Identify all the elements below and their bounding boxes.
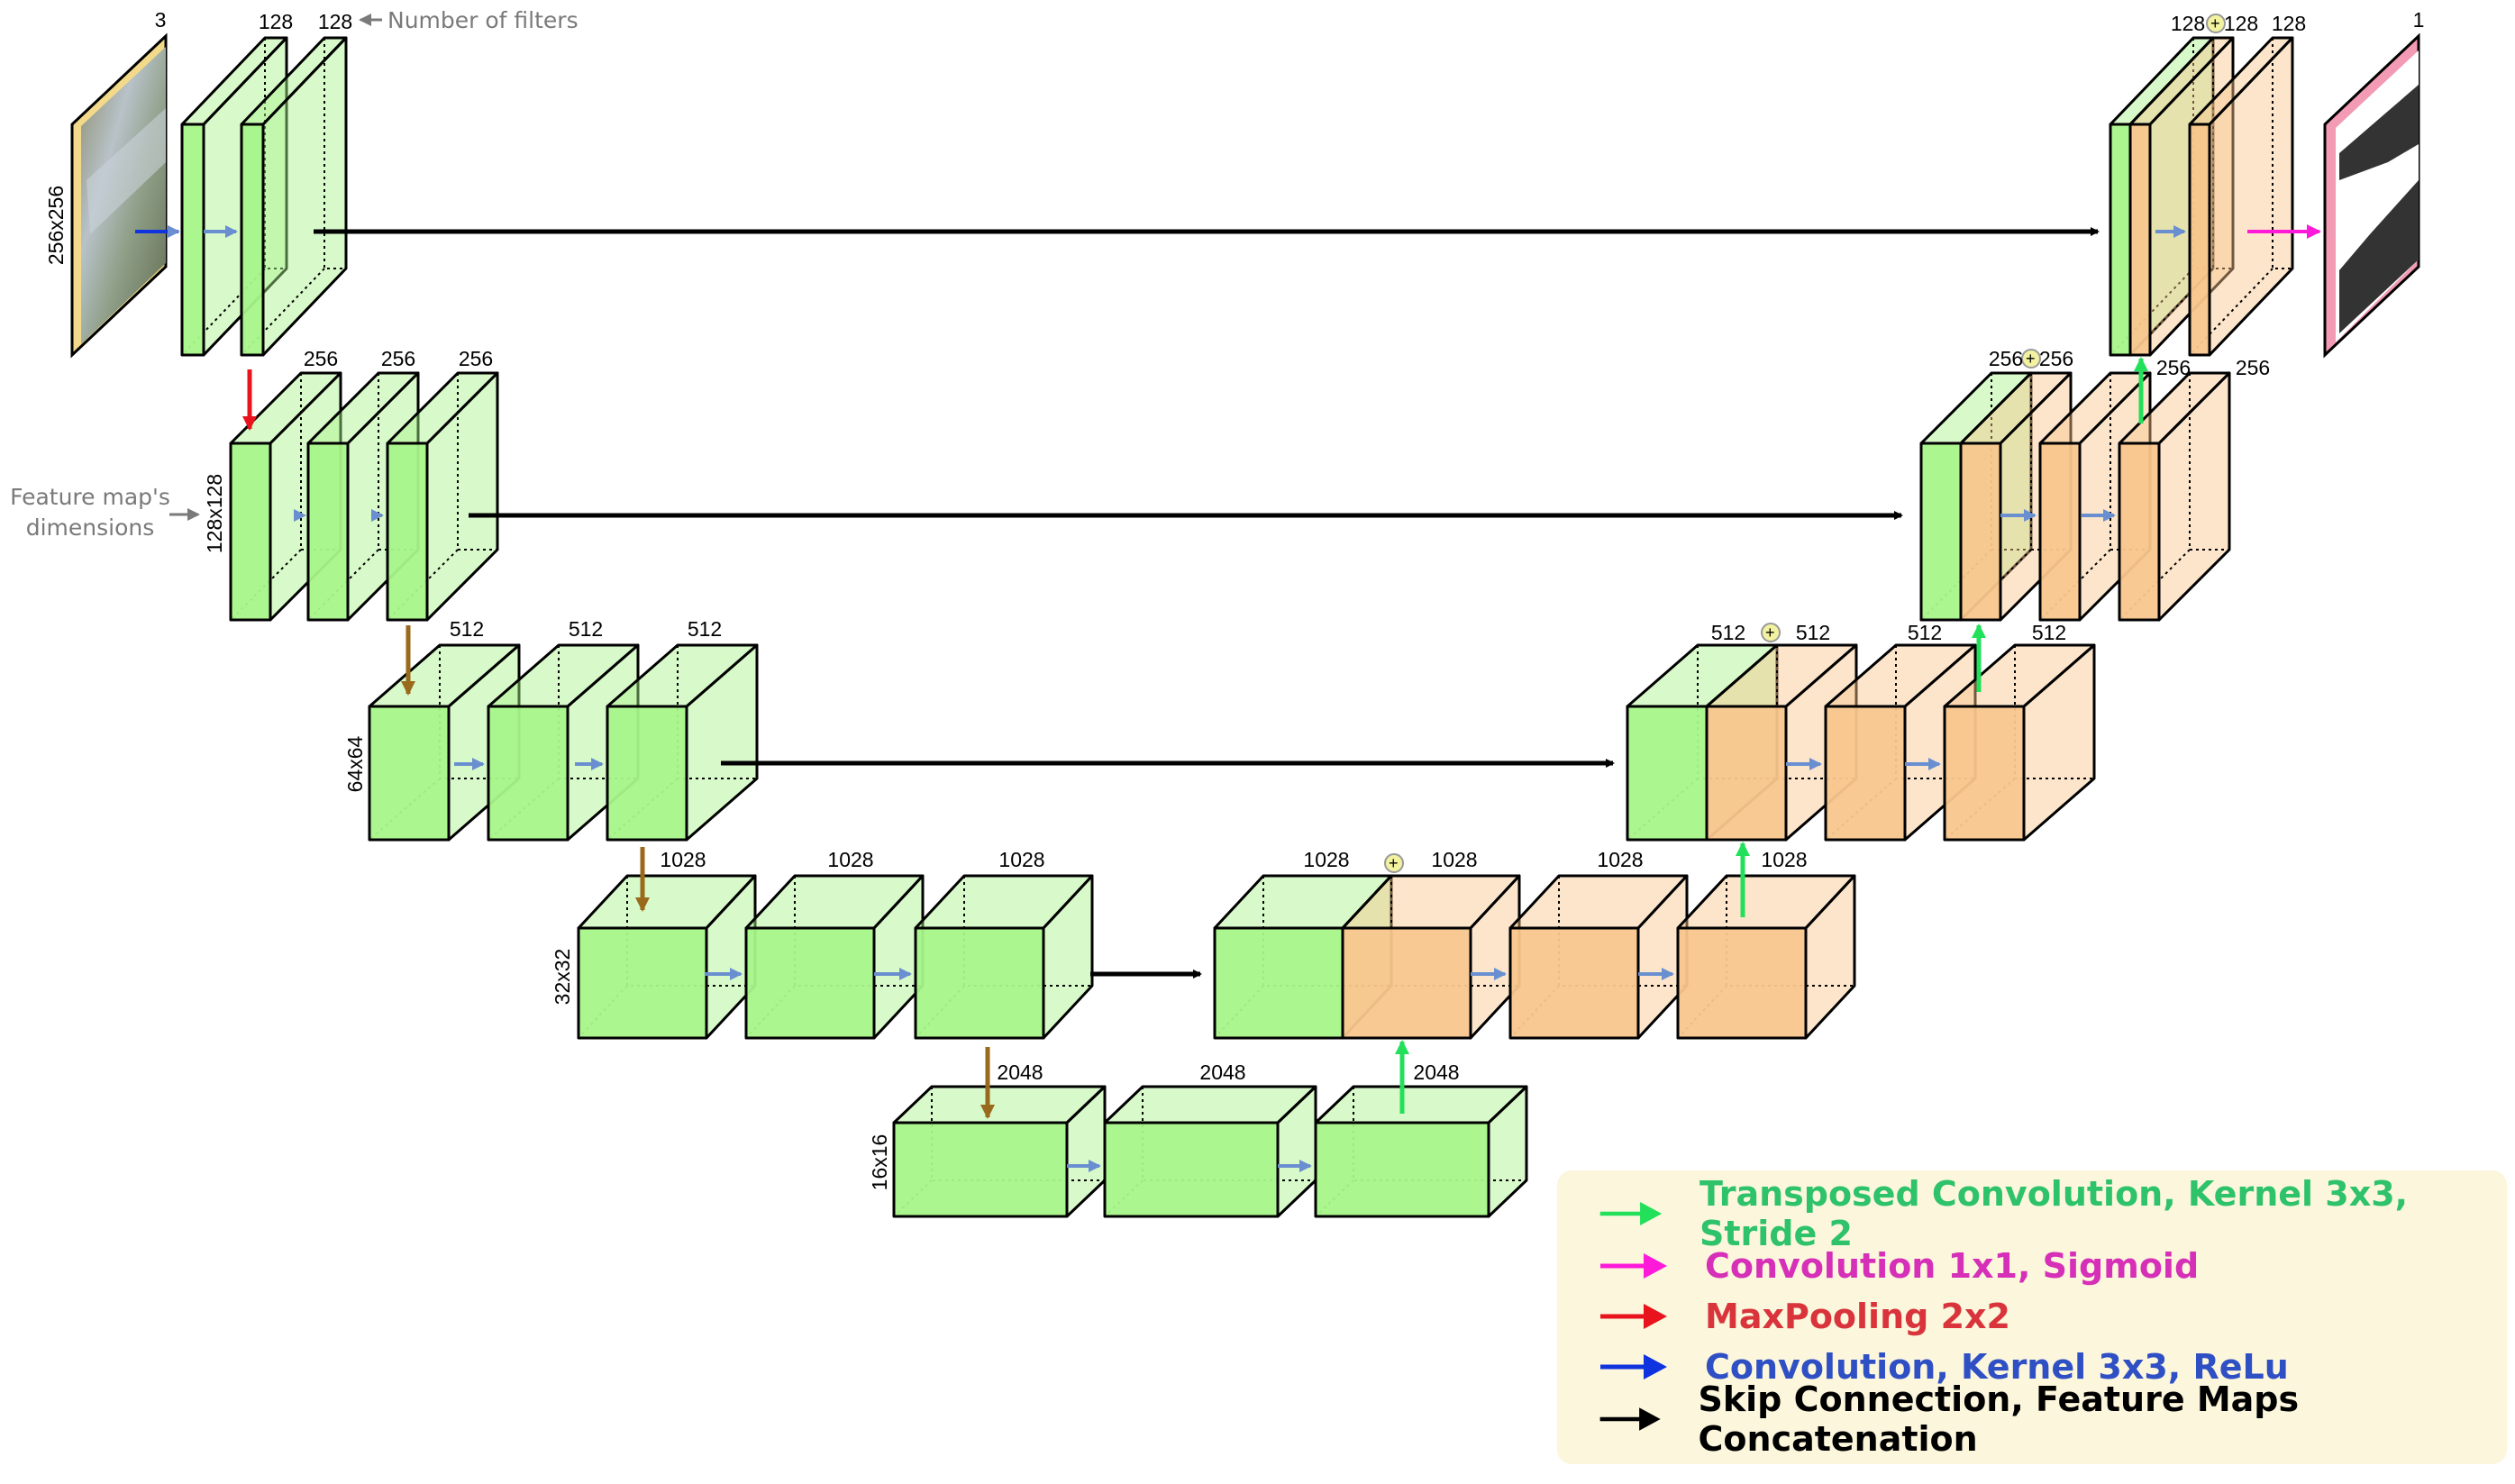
green-arrow-icon [1599, 1202, 1663, 1225]
feature-map-decoder [2188, 36, 2294, 357]
feature-map-decoder [1676, 874, 1856, 1040]
concat-markers [1384, 14, 2226, 873]
filters-note: Number of filters [387, 7, 579, 33]
blue-arrow-icon [1600, 1354, 1667, 1379]
filter-label: 2048 [1413, 1061, 1459, 1084]
filter-label: 128 [2224, 12, 2258, 35]
plus-icon: + [2026, 350, 2036, 368]
feature-map-bottleneck [892, 1085, 1107, 1218]
legend-label: Skip Connection, Feature Maps Concatenat… [1698, 1379, 2300, 1459]
filter-label: 2048 [1199, 1061, 1245, 1084]
filter-label: 1028 [1761, 848, 1807, 871]
legend-label: MaxPooling 2x2 [1705, 1297, 2010, 1336]
filter-label: 128 [259, 10, 293, 33]
filter-label: 256 [2039, 347, 2073, 370]
output-mask [2323, 32, 2420, 359]
feature-map-encoder [386, 371, 499, 622]
filter-label: 256 [2156, 356, 2191, 379]
dim-label-32: 32x32 [551, 949, 574, 1006]
maxpool-arrows [242, 369, 995, 1119]
feature-map-encoder [577, 874, 757, 1040]
filter-label: 128 [2171, 12, 2205, 35]
legend-item-skip: Skip Connection, Feature Maps Concatenat… [1597, 1379, 2507, 1459]
legend-item-maxpool: MaxPooling 2x2 [1597, 1291, 2010, 1342]
dims-note-line2: dimensions [26, 514, 155, 541]
dim-label-256: 256x256 [44, 186, 68, 265]
feature-map-decoder [1508, 874, 1689, 1040]
dims-note-line1: Feature map's [10, 484, 170, 510]
filter-label: 256 [1989, 347, 2023, 370]
legend-item-transposed-conv: Transposed Convolution, Kernel 3x3, Stri… [1597, 1174, 2507, 1253]
filter-label: 1028 [660, 848, 706, 871]
feature-map-skip [1919, 371, 2033, 622]
feature-map-bottleneck [1103, 1085, 1317, 1218]
filter-label: 1028 [998, 848, 1044, 871]
filter-label: 512 [1711, 621, 1745, 644]
feature-map-decoder [1341, 874, 1521, 1040]
black-arrow-icon [1599, 1407, 1661, 1431]
filter-label: 256 [304, 347, 338, 370]
legend-label: Convolution, Kernel 3x3, ReLu [1705, 1347, 2289, 1387]
plus-icon: + [2210, 14, 2220, 32]
filter-label: 1 [2413, 8, 2425, 32]
filter-label: 128 [2272, 12, 2306, 35]
feature-map-encoder [240, 36, 348, 357]
filter-label: 1028 [1597, 848, 1643, 871]
filter-label: 256 [459, 347, 493, 370]
feature-map-bottleneck [1314, 1085, 1528, 1218]
filter-label: 1028 [827, 848, 873, 871]
filter-label: 512 [1908, 621, 1942, 644]
filter-label: 512 [688, 617, 722, 641]
filter-label: 128 [318, 10, 352, 33]
dim-label-16: 16x16 [868, 1134, 891, 1191]
filter-label: 512 [2032, 621, 2066, 644]
filter-label: 512 [1796, 621, 1830, 644]
feature-map-decoder [2118, 371, 2231, 622]
filter-label: 1028 [1303, 848, 1349, 871]
red-arrow-icon [1600, 1304, 1667, 1329]
legend-item-conv: Convolution, Kernel 3x3, ReLu [1597, 1342, 2289, 1392]
plus-icon: + [1765, 624, 1775, 642]
filter-label: 512 [450, 617, 484, 641]
feature-map-decoder [2038, 371, 2152, 622]
dim-label-128: 128x128 [203, 474, 226, 553]
feature-map-decoder [1943, 643, 2096, 842]
transposed-conv-arrows [1395, 357, 2148, 1114]
legend: Transposed Convolution, Kernel 3x3, Stri… [1557, 1170, 2507, 1464]
filter-label: 512 [569, 617, 603, 641]
feature-map-encoder [606, 643, 759, 842]
plus-icon: + [1389, 854, 1399, 872]
feature-map-encoder [744, 874, 925, 1040]
dim-label-64: 64x64 [343, 735, 367, 792]
skip-connections [314, 227, 2100, 979]
legend-label: Transposed Convolution, Kernel 3x3, Stri… [1699, 1174, 2409, 1253]
filter-label: 256 [2236, 356, 2270, 379]
legend-item-sigmoid: Convolution 1x1, Sigmoid [1597, 1241, 2199, 1291]
filter-label: 256 [381, 347, 415, 370]
feature-map-encoder [914, 874, 1094, 1040]
conv-arrows [204, 225, 2186, 1172]
legend-label: Convolution 1x1, Sigmoid [1705, 1246, 2200, 1286]
filter-label: 1028 [1431, 848, 1477, 871]
filter-label: 3 [155, 8, 167, 32]
input-image [70, 32, 168, 359]
filter-label: 2048 [997, 1061, 1043, 1084]
magenta-arrow-icon [1600, 1253, 1667, 1279]
